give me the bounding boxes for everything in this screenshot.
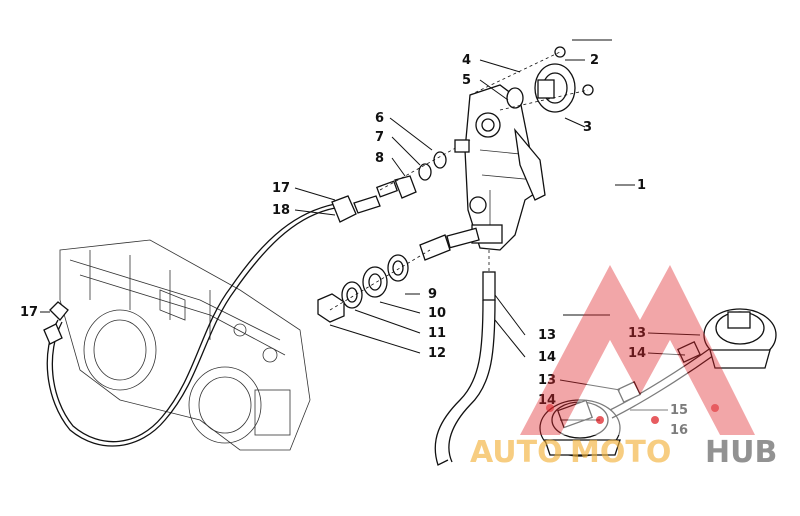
washer-7 [418, 163, 432, 181]
callout-13-lower: 13 [538, 373, 556, 388]
callout-6: 6 [375, 111, 384, 126]
callout-1: 1 [637, 178, 646, 193]
callout-15: 15 [670, 403, 688, 418]
callout-18: 18 [272, 203, 290, 218]
upper-right-regulator [703, 308, 777, 369]
watermark-text-moto: MOTO [570, 435, 671, 470]
callout-5: 5 [462, 73, 471, 88]
callout-14-center: 14 [538, 350, 556, 365]
callout-8: 8 [375, 151, 384, 166]
callout-12: 12 [428, 346, 446, 361]
callout-13-right: 13 [628, 326, 646, 341]
watermark: AUTO MOTO HUB [470, 265, 777, 470]
callout-3: 3 [583, 120, 592, 135]
watermark-logo-triangle [520, 265, 755, 435]
lower-regulator [539, 399, 621, 457]
regulator-cover [534, 63, 576, 113]
callout-9: 9 [428, 287, 437, 302]
callout-14-lower: 14 [538, 393, 556, 408]
watermark-text-hub: HUB [705, 435, 777, 470]
washer-11 [341, 281, 363, 309]
callout-7: 7 [375, 130, 384, 145]
nut-12 [317, 293, 345, 323]
washer-9 [387, 254, 409, 282]
callout-13-center: 13 [538, 328, 556, 343]
callout-11: 11 [428, 326, 446, 341]
callout-17-top: 17 [272, 181, 290, 196]
callout-2: 2 [590, 53, 599, 68]
fitting-8 [394, 175, 417, 199]
callout-17-left: 17 [20, 305, 38, 320]
throttle-body-assembly [59, 239, 311, 451]
fuel-hose-center [434, 299, 484, 466]
regulator-body [464, 84, 546, 251]
washer-10 [362, 266, 388, 298]
vacuum-hose-left [46, 207, 336, 447]
leader-lines [40, 39, 701, 421]
callout-4: 4 [462, 53, 471, 68]
callout-14-right: 14 [628, 346, 646, 361]
callout-labels: 2 4 5 3 1 6 7 8 17 18 17 9 10 11 12 13 1… [20, 53, 688, 438]
callout-16: 16 [670, 423, 688, 438]
watermark-text-auto: AUTO [470, 435, 563, 470]
callout-10: 10 [428, 306, 446, 321]
